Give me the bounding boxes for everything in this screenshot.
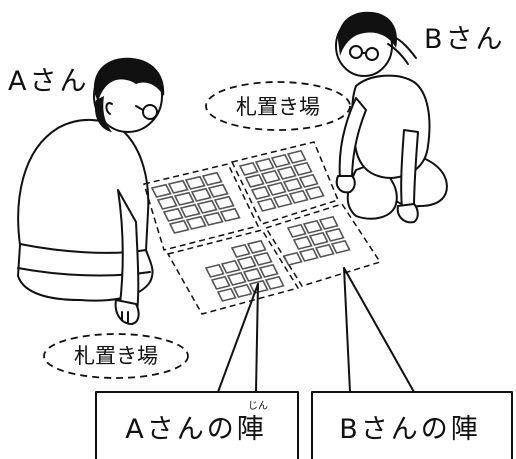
player-a-label: Aさん — [8, 66, 89, 97]
karuta-card-21 — [244, 173, 265, 188]
karuta-card-33 — [230, 243, 251, 258]
player-b-label: Bさん — [424, 24, 506, 55]
karuta-card-10 — [179, 203, 201, 218]
karuta-card-50 — [292, 235, 313, 250]
karuta-card-47 — [286, 223, 307, 238]
karuta-card-11 — [196, 199, 218, 214]
karuta-card-56 — [330, 239, 351, 254]
territory-a-label: Aさんの陣 — [125, 414, 266, 445]
karuta-card-40 — [226, 271, 247, 286]
territory-b-label: Bさんの陣 — [339, 414, 481, 445]
karuta-card-5 — [156, 195, 178, 210]
karuta-card-18 — [254, 157, 275, 172]
karuta-card-7 — [190, 187, 212, 202]
karuta-card-27 — [282, 177, 303, 192]
karuta-card-25 — [250, 185, 271, 200]
karuta-card-55 — [314, 243, 335, 258]
karuta-card-34 — [246, 239, 267, 254]
karuta-card-3 — [184, 175, 206, 190]
karuta-card-39 — [210, 275, 231, 290]
player-a-figure — [17, 57, 165, 325]
karuta-card-1 — [150, 183, 172, 198]
karuta-cards — [150, 149, 351, 302]
territory-a-box: Aさんの陣 じん — [95, 391, 299, 459]
karuta-card-9 — [162, 207, 184, 222]
karuta-card-24 — [292, 161, 313, 176]
karuta-card-31 — [288, 189, 309, 204]
karuta-card-37 — [236, 255, 257, 270]
karuta-card-6 — [173, 191, 195, 206]
karuta-card-22 — [260, 169, 281, 184]
territory-a-ruby: じん — [248, 400, 268, 412]
karuta-card-20 — [286, 149, 307, 164]
karuta-card-16 — [219, 207, 241, 222]
karuta-card-36 — [220, 259, 241, 274]
player-b-figure — [335, 11, 448, 224]
karuta-card-48 — [302, 219, 323, 234]
zone-top-left — [143, 163, 260, 251]
karuta-card-49 — [318, 215, 339, 230]
karuta-card-26 — [266, 181, 287, 196]
karuta-card-19 — [270, 153, 291, 168]
territory-b-box: Bさんの陣 — [311, 391, 513, 459]
karuta-card-15 — [202, 211, 224, 226]
karuta-card-51 — [308, 231, 329, 246]
karuta-card-35 — [204, 263, 225, 278]
karuta-card-44 — [232, 283, 253, 298]
karuta-card-54 — [298, 247, 319, 262]
karuta-card-13 — [168, 219, 190, 234]
karuta-card-52 — [324, 227, 345, 242]
karuta-card-2 — [167, 179, 189, 194]
karuta-card-43 — [216, 287, 237, 302]
zone-a-territory — [166, 229, 300, 315]
callout-lines — [217, 267, 415, 393]
karuta-card-46 — [264, 275, 285, 290]
play-field — [143, 141, 382, 315]
karuta-card-4 — [201, 171, 223, 186]
karuta-card-12 — [213, 195, 235, 210]
karuta-card-29 — [256, 197, 277, 212]
karuta-card-41 — [242, 267, 263, 282]
karuta-card-17 — [238, 161, 259, 176]
karuta-card-14 — [185, 215, 207, 230]
zone-b-territory — [264, 203, 382, 287]
card-area-label-top: 札置き場 — [236, 95, 320, 119]
karuta-card-28 — [298, 173, 319, 188]
karuta-card-32 — [304, 185, 325, 200]
karuta-card-38 — [252, 251, 273, 266]
card-area-label-bottom: 札置き場 — [74, 344, 158, 368]
karuta-card-8 — [207, 183, 229, 198]
karuta-card-42 — [258, 263, 279, 278]
card-area-oval-top — [205, 81, 351, 131]
karuta-card-53 — [282, 251, 303, 266]
karuta-card-23 — [276, 165, 297, 180]
card-area-oval-bottom — [43, 333, 189, 379]
karuta-card-30 — [272, 193, 293, 208]
